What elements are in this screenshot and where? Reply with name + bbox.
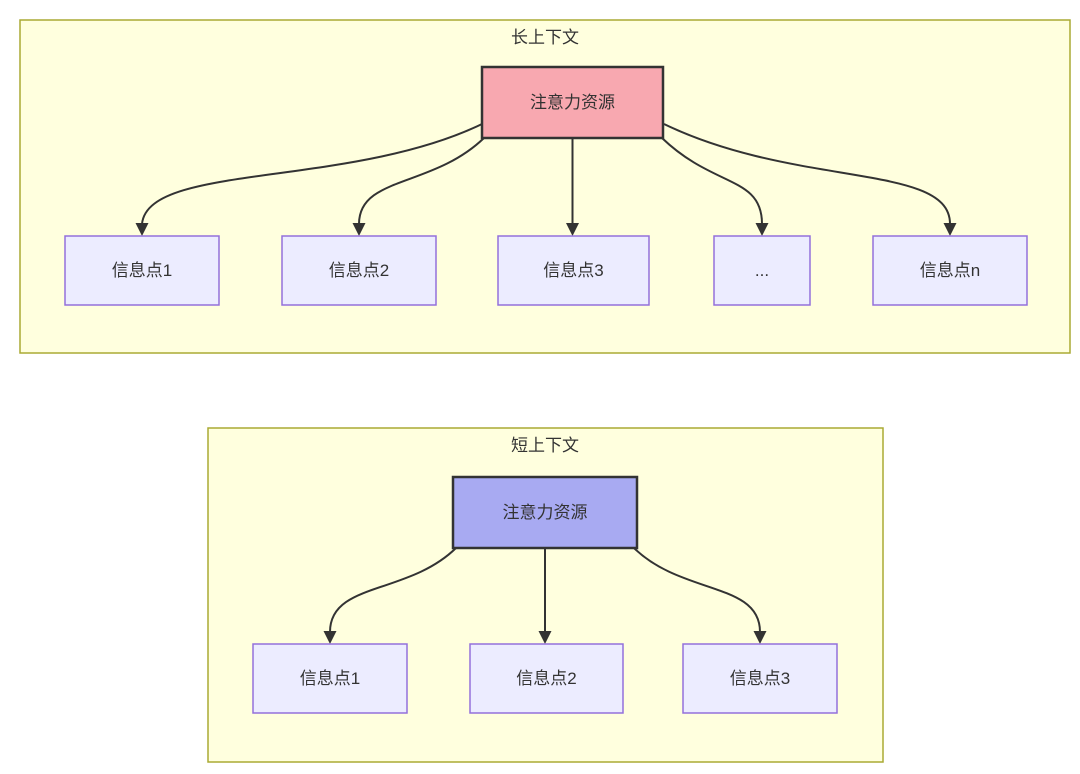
attention-resource-node-short (451, 475, 639, 550)
info-node-long-n-label: 信息点n (920, 261, 980, 280)
info-node-long-1 (64, 235, 220, 306)
info-node-long-2 (281, 235, 437, 306)
long-context-edges (135, 123, 957, 236)
long-context-title: 长上下文 (511, 28, 579, 47)
edge-long-5 (663, 123, 951, 225)
edge-long-1 (141, 123, 483, 225)
edge-long-2 (358, 137, 485, 225)
edge-short-1 (329, 547, 457, 633)
info-node-short-3 (682, 643, 838, 714)
short-context-title: 短上下文 (511, 436, 579, 455)
arrowhead-short-1 (323, 631, 337, 644)
short-context-info-nodes: 信息点1 信息点2 信息点3 (252, 643, 838, 714)
info-node-short-2 (469, 643, 624, 714)
info-node-long-3 (497, 235, 650, 306)
attention-resource-label-short: 注意力资源 (503, 503, 588, 522)
info-node-long-ellipsis (713, 235, 811, 306)
arrowhead-short-2 (538, 631, 552, 644)
long-context-info-nodes: 信息点1 信息点2 信息点3 ... 信息点n (64, 235, 1028, 306)
long-context-subgraph: 长上下文 注意力资源 信息点1 信息点2 信息点3 ... (19, 19, 1071, 354)
info-node-long-3-label: 信息点3 (543, 261, 603, 280)
info-node-long-n (872, 235, 1028, 306)
arrowhead-long-1 (135, 223, 149, 236)
short-context-edges (323, 547, 767, 644)
arrowhead-long-4 (755, 223, 769, 236)
arrowhead-long-2 (352, 223, 366, 236)
info-node-short-3-label: 信息点3 (730, 669, 790, 688)
arrowhead-long-3 (566, 223, 579, 236)
info-node-long-1-label: 信息点1 (112, 261, 172, 280)
attention-resource-node-long (480, 65, 665, 140)
info-node-short-1 (252, 643, 408, 714)
short-context-subgraph: 短上下文 注意力资源 信息点1 信息点2 信息点3 (207, 427, 884, 763)
arrowhead-short-3 (753, 631, 767, 644)
arrowhead-long-5 (943, 223, 957, 236)
info-node-short-2-label: 信息点2 (516, 669, 576, 688)
info-node-short-1-label: 信息点1 (300, 669, 360, 688)
attention-resource-label-long: 注意力资源 (530, 93, 615, 112)
info-node-long-ellipsis-label: ... (755, 261, 769, 280)
edge-short-3 (633, 547, 761, 633)
info-node-long-2-label: 信息点2 (329, 261, 389, 280)
edge-long-4 (661, 137, 763, 225)
